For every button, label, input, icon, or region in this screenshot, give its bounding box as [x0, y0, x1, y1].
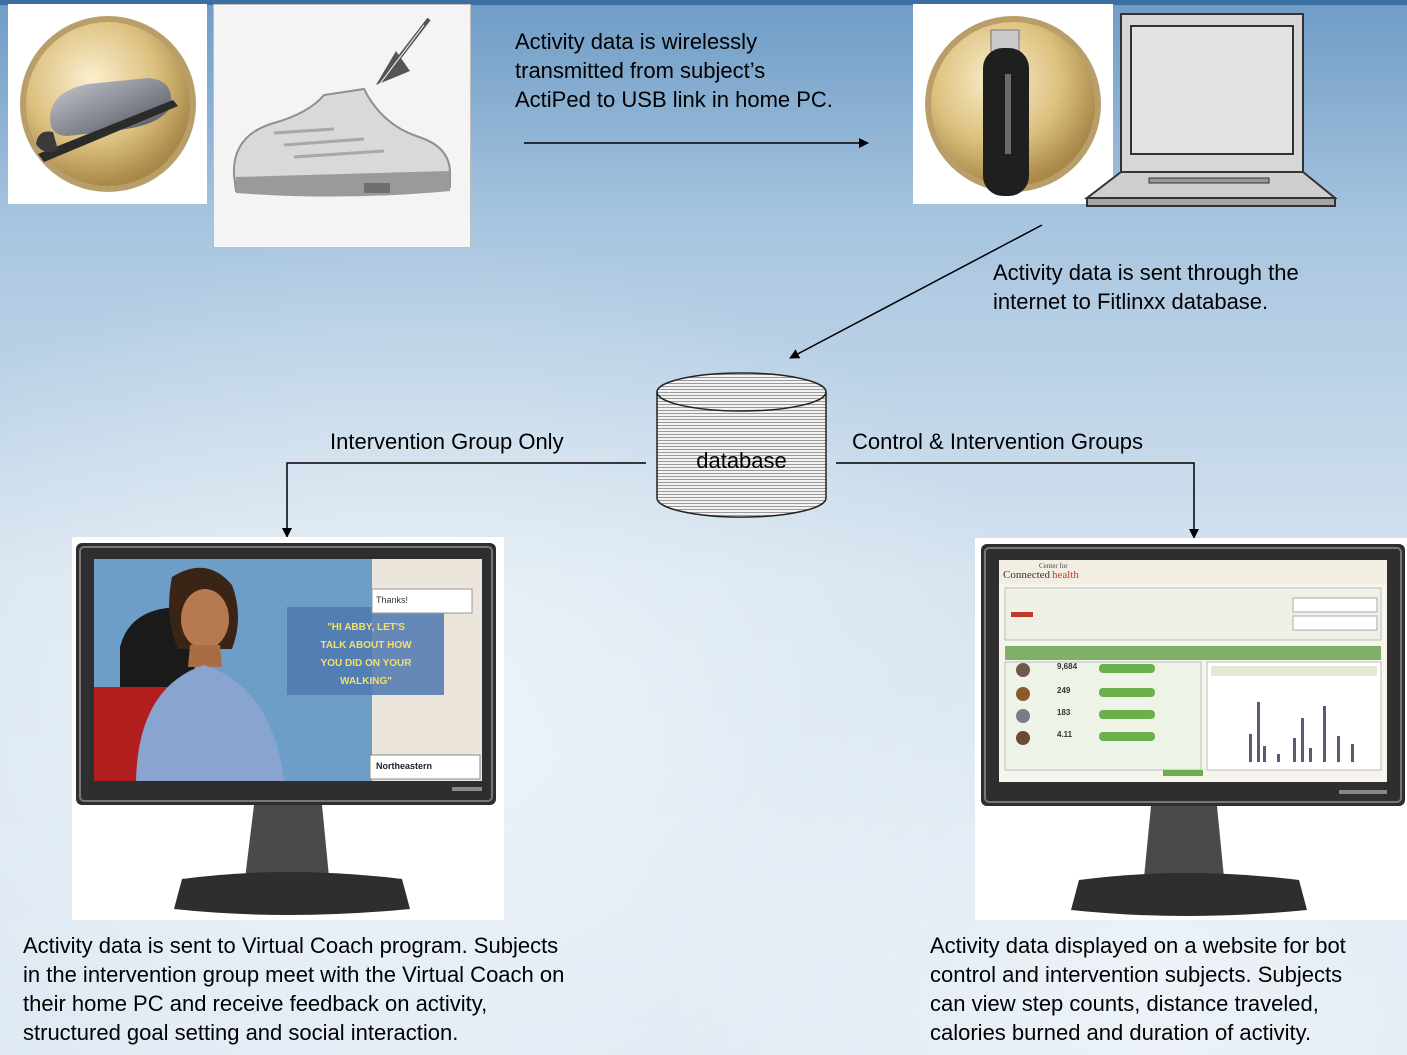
wireless-caption: Activity data is wirelessly transmitted …	[515, 27, 833, 114]
virtual-coach-caption: Activity data is sent to Virtual Coach p…	[23, 931, 564, 1047]
speech-line: WALKING"	[340, 676, 392, 687]
caption-line: Activity data is wirelessly	[515, 29, 758, 54]
shoe-image	[213, 4, 471, 248]
caption-line: can view step counts, distance traveled,	[930, 991, 1319, 1016]
control-intervention-label: Control & Intervention Groups	[852, 429, 1144, 454]
web-header-title-main: Connected	[1003, 569, 1051, 581]
arrow-to-coach	[282, 462, 646, 538]
caption-line: Activity data is sent to Virtual Coach p…	[23, 933, 559, 958]
caption-line: Activity data is sent through the	[993, 260, 1299, 285]
database-cylinder: database	[654, 370, 829, 520]
caption-line: internet to Fitlinxx database.	[993, 289, 1269, 314]
virtual-coach-monitor: "HI ABBY, LET'S TALK ABOUT HOW YOU DID O…	[72, 537, 504, 920]
intervention-only-label: Intervention Group Only	[330, 429, 564, 454]
web-stat: 4.11	[1057, 730, 1073, 739]
caption-line: control and intervention subjects. Subje…	[930, 962, 1343, 987]
usb-link-image	[913, 4, 1113, 204]
laptop-image	[1083, 12, 1338, 212]
speech-line: "HI ABBY, LET'S	[327, 622, 405, 633]
web-stat: 9,684	[1057, 662, 1078, 671]
caption-line: transmitted from subject’s	[515, 58, 766, 83]
caption-line: Activity data displayed on a website for…	[930, 933, 1346, 958]
coach-speech-bubble: "HI ABBY, LET'S TALK ABOUT HOW YOU DID O…	[290, 619, 442, 691]
caption-line: structured goal setting and social inter…	[23, 1020, 459, 1045]
actiped-device-image	[8, 4, 207, 204]
caption-line: their home PC and receive feedback on ac…	[23, 991, 488, 1016]
coach-input-text[interactable]: Thanks!	[376, 595, 409, 605]
top-accent-bar	[0, 0, 1407, 5]
caption-line: calories burned and duration of activity…	[930, 1020, 1312, 1045]
web-stat: 183	[1057, 708, 1071, 717]
internet-caption: Activity data is sent through the intern…	[993, 258, 1299, 316]
speech-line: YOU DID ON YOUR	[320, 658, 412, 669]
caption-line: ActiPed to USB link in home PC.	[515, 87, 833, 112]
web-header-small: Center for	[1039, 562, 1068, 570]
website-caption: Activity data displayed on a website for…	[930, 931, 1407, 1047]
speech-line: TALK ABOUT HOW	[320, 640, 412, 651]
arrow-to-website	[836, 462, 1199, 539]
web-header-title-accent: health	[1052, 569, 1079, 581]
caption-line: in the intervention group meet with the …	[23, 962, 565, 987]
database-label: database	[696, 448, 787, 473]
northeastern-logo: Northeastern	[376, 761, 433, 771]
web-stat: 249	[1057, 686, 1071, 695]
